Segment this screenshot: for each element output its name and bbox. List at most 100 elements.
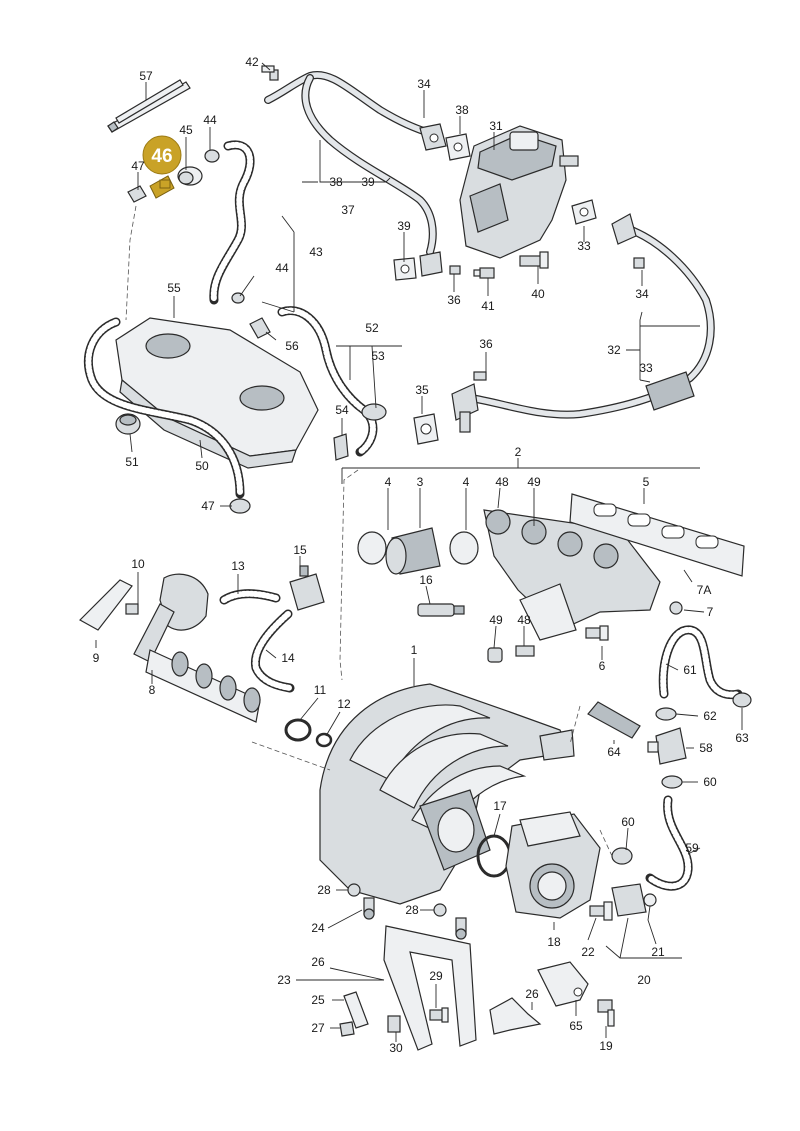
- label-49-bottom: 49: [489, 613, 503, 627]
- clamp-60-lower: [611, 847, 633, 865]
- label-44-bottom: 44: [275, 261, 289, 275]
- clamp-44-top: [204, 149, 220, 163]
- label-39-top: 39: [361, 175, 375, 189]
- label-9: 9: [93, 651, 100, 665]
- label-47-top: 47: [131, 159, 145, 173]
- bracket-26-right: [489, 997, 542, 1035]
- bolt-40: [519, 251, 549, 269]
- label-58: 58: [699, 741, 713, 755]
- highlight-badge-46[interactable]: 46: [142, 135, 182, 175]
- clamp-4-right: [449, 531, 479, 565]
- label-38-bottom: 38: [329, 175, 343, 189]
- label-30: 30: [389, 1041, 403, 1055]
- stud-24: [363, 897, 375, 920]
- label-12: 12: [337, 697, 351, 711]
- label-36-top: 36: [447, 293, 461, 307]
- bolt-34-right: [633, 257, 645, 269]
- bracket-9: [79, 579, 133, 631]
- label-60-right: 60: [703, 775, 717, 789]
- label-49-top: 49: [527, 475, 541, 489]
- label-3: 3: [417, 475, 424, 489]
- gasket-33-top: [571, 199, 597, 225]
- label-33-right: 33: [639, 361, 653, 375]
- sensor-16: [417, 603, 465, 617]
- o-ring-11: [284, 718, 312, 742]
- gasket-38-top: [445, 133, 471, 161]
- hose-59: [645, 795, 693, 891]
- label-50: 50: [195, 459, 209, 473]
- label-44-top: 44: [203, 113, 217, 127]
- label-26-right: 26: [525, 987, 539, 1001]
- valve-53: [361, 403, 387, 421]
- hose-64: [587, 701, 641, 739]
- label-18: 18: [547, 935, 561, 949]
- label-19: 19: [599, 1039, 613, 1053]
- label-29: 29: [429, 969, 443, 983]
- grommet-56: [249, 317, 271, 339]
- leader-lines: [95, 62, 743, 1042]
- egr-pipe-32: [466, 213, 715, 419]
- label-48-top: 48: [495, 475, 509, 489]
- egr-valve-31: [459, 125, 579, 259]
- clip-47-top: [127, 185, 147, 203]
- engine-cover-55: [115, 317, 319, 469]
- screw-7: [669, 601, 683, 615]
- label-40: 40: [531, 287, 545, 301]
- flange-34-top: [419, 123, 447, 151]
- bolt-30: [387, 1015, 401, 1033]
- egr-pipe-38-39: [264, 70, 437, 256]
- label-33-top: 33: [577, 239, 591, 253]
- intake-flap-unit-49: [483, 509, 661, 641]
- o-ring-12: [315, 732, 333, 748]
- label-4-left: 4: [385, 475, 392, 489]
- label-47-bottom: 47: [201, 499, 215, 513]
- label-27: 27: [311, 1021, 325, 1035]
- label-63: 63: [735, 731, 749, 745]
- hose-clamp-45: [177, 166, 203, 186]
- label-7: 7: [707, 605, 714, 619]
- label-15: 15: [293, 543, 307, 557]
- gasket-5: [569, 493, 745, 577]
- gasket-39-bottom: [393, 251, 443, 281]
- clamp-4-left: [357, 531, 387, 565]
- bolt-41: [473, 267, 495, 279]
- bracket-23: [383, 925, 477, 1051]
- label-48-bottom: 48: [517, 613, 531, 627]
- label-24: 24: [311, 921, 325, 935]
- bracket-25: [343, 991, 369, 1029]
- nut-28-left: [347, 883, 361, 897]
- label-16: 16: [419, 573, 433, 587]
- bolt-6: [585, 625, 609, 641]
- label-32: 32: [607, 343, 621, 357]
- label-41: 41: [481, 299, 495, 313]
- callout-labels: 57 45 44 47 42 34 38 31 38 39 37 39 36 4…: [93, 55, 749, 1055]
- throttle-body-18: [505, 811, 601, 919]
- bolt-48: [515, 645, 535, 657]
- label-6: 6: [599, 659, 606, 673]
- label-35: 35: [415, 383, 429, 397]
- hose-43: [209, 140, 255, 305]
- valve-58: [647, 727, 687, 765]
- label-2: 2: [515, 445, 522, 459]
- label-31: 31: [489, 119, 503, 133]
- label-11: 11: [314, 683, 327, 697]
- clamp-62: [655, 707, 677, 721]
- valve-15: [289, 565, 325, 611]
- bolt-36-mid: [473, 371, 487, 381]
- assembly-lines: [125, 205, 613, 857]
- highlight-badge-label: 46: [151, 146, 172, 167]
- bracket-65: [537, 961, 589, 1007]
- clamp-60-right: [661, 775, 683, 789]
- label-5: 5: [643, 475, 650, 489]
- label-39-bottom: 39: [397, 219, 411, 233]
- bolt-29: [429, 1007, 449, 1023]
- label-52: 52: [365, 321, 379, 335]
- hose-13: [219, 589, 281, 605]
- label-26-left: 26: [311, 955, 325, 969]
- breather-pipe-8: [133, 573, 261, 723]
- temperature-sensor-46: [149, 175, 175, 199]
- gasket-35: [413, 413, 439, 445]
- label-38-top: 38: [455, 103, 469, 117]
- label-59: 59: [685, 841, 699, 855]
- clamp-44-bottom: [231, 292, 245, 304]
